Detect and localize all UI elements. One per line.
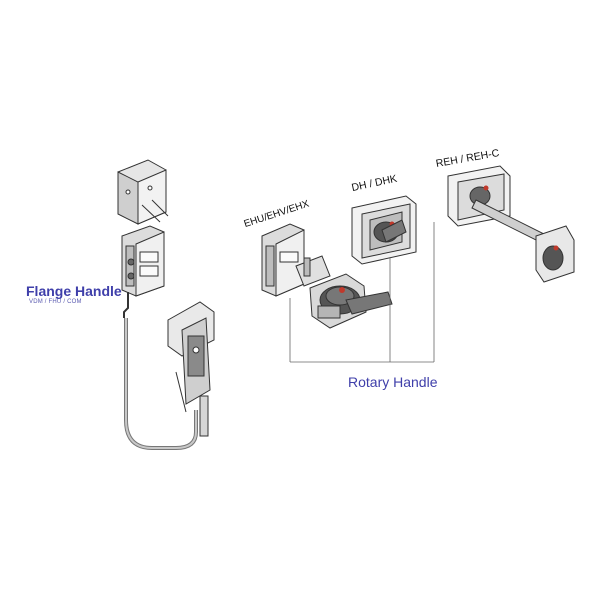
flange-handle-title: Flange Handle bbox=[26, 283, 122, 299]
flange-mechanism bbox=[121, 225, 165, 318]
ehu-mechanism bbox=[261, 223, 331, 297]
rotary-handle-title: Rotary Handle bbox=[348, 374, 438, 390]
dh-handle bbox=[351, 195, 417, 265]
ehu-handle bbox=[309, 273, 393, 329]
rotary-bracket-lines bbox=[289, 222, 435, 363]
flange-bracket bbox=[117, 159, 169, 225]
flange-lever bbox=[167, 301, 215, 437]
flange-handle-subtitle: VDM / FHU / COM bbox=[29, 299, 82, 305]
reh-handle bbox=[447, 165, 575, 283]
